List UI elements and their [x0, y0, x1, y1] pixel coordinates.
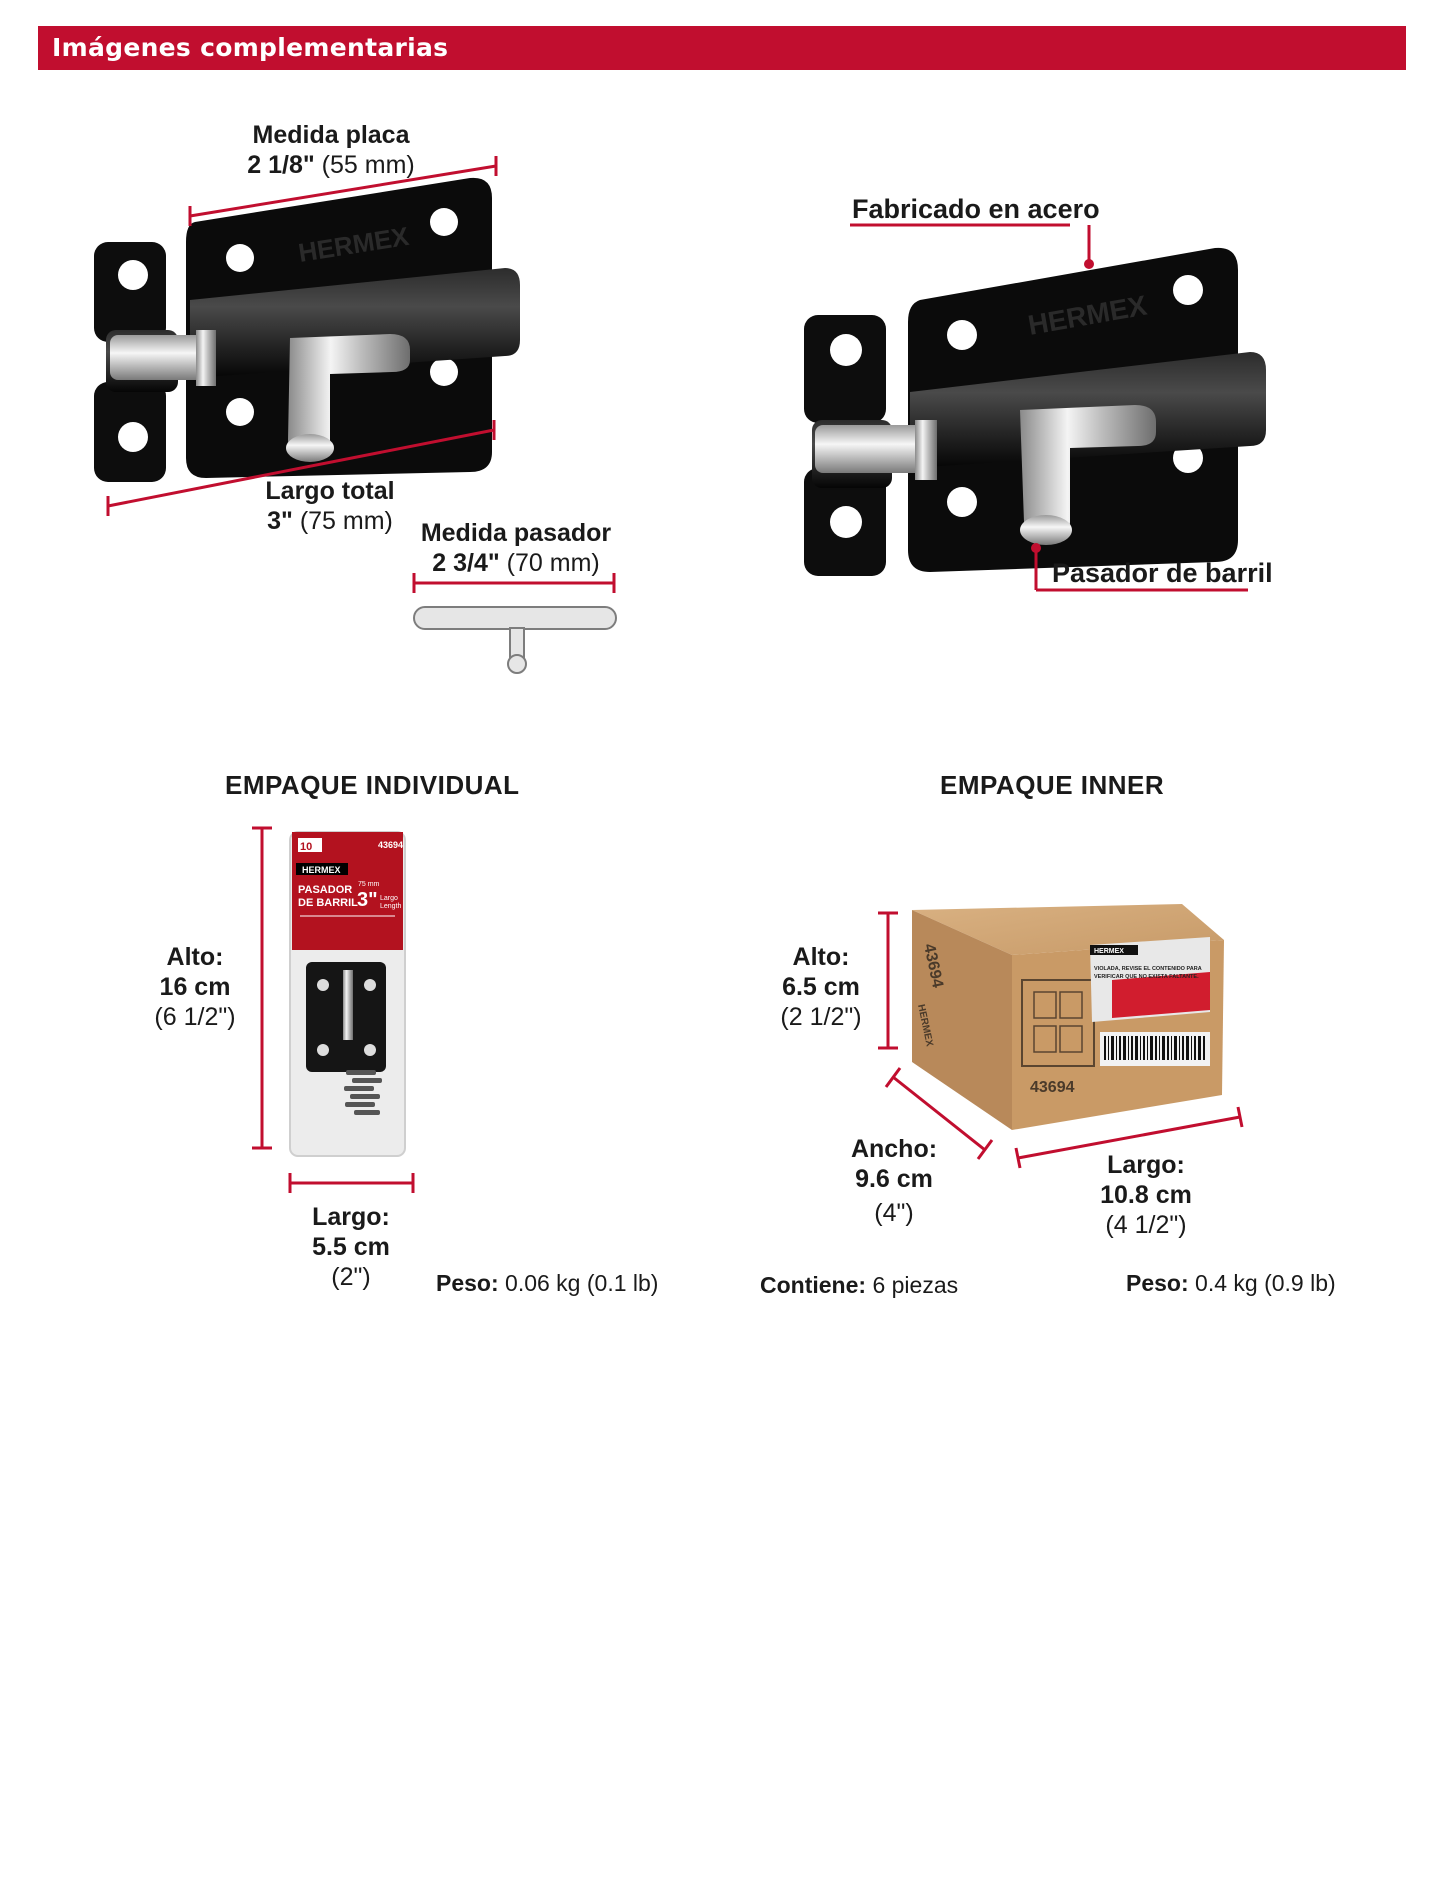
inner-height: Alto: 6.5 cm (2 1/2")	[776, 942, 866, 1032]
material-label: Fabricado en acero	[852, 194, 1100, 224]
bolt-label: Medida pasador	[420, 519, 612, 547]
individual-length-in: (2")	[331, 1263, 371, 1291]
inner-height-in: (2 1/2")	[780, 1003, 862, 1031]
plate-size-label: Medida placa 2 1/8" (55 mm)	[226, 120, 436, 180]
inner-weight-label: Peso:	[1126, 1270, 1189, 1296]
inner-width: Ancho: 9.6 cm (4")	[846, 1134, 942, 1228]
individual-height-label: Alto:	[166, 943, 224, 971]
package-count: 10	[300, 841, 312, 853]
individual-height-cm: 16 cm	[159, 973, 231, 1001]
package-name-2: DE BARRIL	[298, 897, 358, 909]
inner-length-in: (4 1/2")	[1105, 1211, 1187, 1239]
bolt-size-label: Medida pasador 2 3/4" (70 mm)	[412, 518, 620, 578]
section-header: Imágenes complementarias	[38, 26, 1406, 70]
sticker-brand: HERMEX	[1094, 948, 1124, 955]
bolt-silhouette	[413, 606, 617, 674]
inner-length-label: Largo:	[1107, 1151, 1185, 1179]
inner-width-label: Ancho:	[850, 1135, 938, 1163]
package-size-mm: 75 mm	[358, 881, 380, 888]
individual-package-image: 10 43694 HERMEX PASADOR DE BARRIL 75 mm …	[289, 831, 406, 1157]
total-length-label: Largo total 3" (75 mm)	[240, 476, 420, 536]
total-value-mm: (75 mm)	[299, 507, 393, 535]
individual-height-in: (6 1/2")	[154, 1003, 236, 1031]
plate-value-mm: (55 mm)	[321, 151, 415, 179]
latch-left-image: HERMEX	[94, 177, 520, 482]
box-front-code: 43694	[1030, 1079, 1075, 1096]
bolt-value-in: 2 3/4"	[432, 549, 500, 577]
inner-contains-value: 6 piezas	[872, 1272, 959, 1298]
sticker-line-2: VERIFICAR QUE NO EXISTA FALTANTE.	[1094, 974, 1199, 980]
inner-weight: Peso: 0.4 kg (0.9 lb)	[1126, 1268, 1336, 1298]
inner-width-in: (4")	[874, 1199, 914, 1227]
package-name-1: PASADOR	[298, 884, 352, 896]
sticker-line-1: VIOLADA, REVISE EL CONTENIDO PARA	[1094, 966, 1202, 972]
inner-weight-value: 0.4 kg (0.9 lb)	[1195, 1270, 1336, 1296]
section-title: Imágenes complementarias	[52, 33, 449, 62]
individual-length-cm: 5.5 cm	[312, 1233, 390, 1261]
individual-weight-value: 0.06 kg (0.1 lb)	[505, 1270, 659, 1296]
total-value-in: 3"	[267, 507, 293, 535]
individual-weight: Peso: 0.06 kg (0.1 lb)	[436, 1268, 658, 1298]
package-size-word-2: Length	[380, 903, 402, 910]
inner-box-image: 43694 HERMEX 43694 HERMEX VIOLADA, REVIS…	[912, 904, 1224, 1130]
dimension-lines-individual	[252, 826, 415, 1193]
bolt-type-label: Pasador de barril	[1052, 558, 1273, 588]
dimension-lines-inner	[878, 911, 1244, 1169]
inner-contains-label: Contiene:	[760, 1272, 867, 1298]
leader-lines-right	[850, 223, 1248, 592]
inner-length-cm: 10.8 cm	[1100, 1181, 1192, 1209]
inner-length: Largo: 10.8 cm (4 1/2")	[1090, 1150, 1202, 1240]
package-brand: HERMEX	[302, 865, 341, 875]
inner-height-label: Alto:	[792, 943, 850, 971]
package-size-in: 3"	[357, 889, 378, 911]
bolt-value-mm: (70 mm)	[506, 549, 600, 577]
inner-width-cm: 9.6 cm	[855, 1165, 933, 1193]
individual-title: EMPAQUE INDIVIDUAL	[225, 770, 520, 800]
individual-length: Largo: 5.5 cm (2")	[306, 1202, 396, 1292]
total-label: Largo total	[265, 477, 395, 505]
plate-value-in: 2 1/8"	[247, 151, 315, 179]
inner-contains: Contiene: 6 piezas	[760, 1270, 958, 1300]
package-size-word-1: Largo	[380, 895, 398, 902]
dimension-lines-latch	[106, 156, 616, 593]
latch-right-image: HERMEX	[804, 247, 1266, 576]
individual-length-label: Largo:	[312, 1203, 390, 1231]
inner-title: EMPAQUE INNER	[940, 770, 1165, 800]
plate-label: Medida placa	[252, 121, 410, 149]
package-code: 43694	[378, 840, 403, 850]
individual-weight-label: Peso:	[436, 1270, 499, 1296]
individual-height: Alto: 16 cm (6 1/2")	[150, 942, 240, 1032]
inner-height-cm: 6.5 cm	[782, 973, 860, 1001]
